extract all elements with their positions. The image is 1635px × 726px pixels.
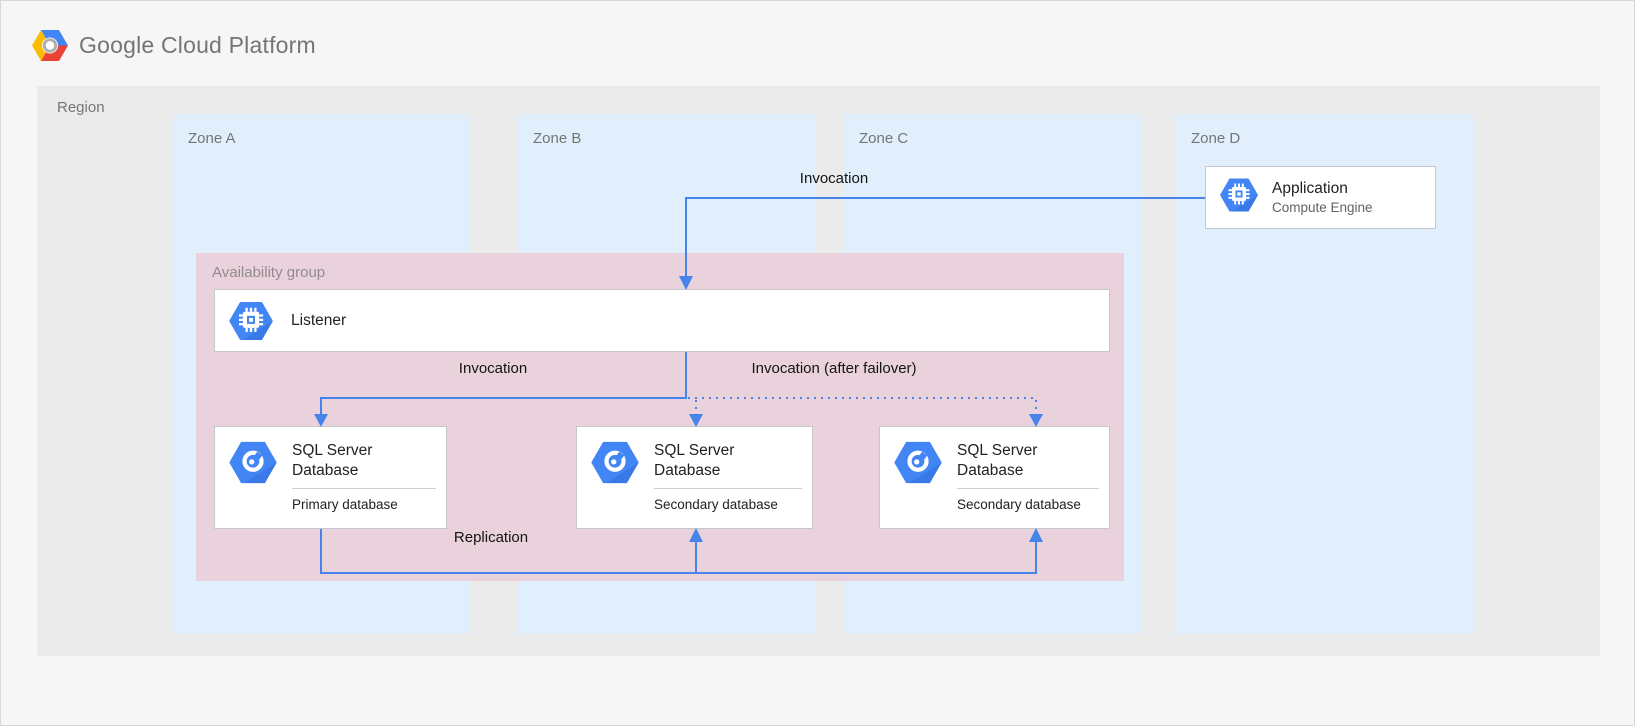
zone-c-label: Zone C: [859, 130, 909, 147]
primary-db-title: SQL Server Database: [292, 442, 373, 479]
secondary-db-1-subtitle: Secondary database: [654, 497, 778, 512]
edge-label-replication: Replication: [453, 529, 529, 546]
node-secondary-db-2: SQL Server Database Secondary database: [879, 426, 1110, 529]
availability-group-label: Availability group: [212, 264, 326, 281]
secondary-db-1-title: SQL Server Database: [654, 442, 735, 479]
compute-engine-icon: [229, 302, 273, 340]
compute-engine-icon: [1220, 178, 1258, 212]
zone-a-label: Zone A: [188, 130, 236, 147]
zone-b-label: Zone B: [533, 130, 582, 147]
listener-title: Listener: [291, 312, 347, 329]
primary-db-subtitle: Primary database: [292, 497, 398, 512]
node-primary-db: SQL Server Database Primary database: [214, 426, 447, 529]
edge-label-invocation-after-failover: Invocation (after failover): [751, 360, 917, 377]
divider: [654, 488, 802, 489]
cloud-sql-icon: [591, 441, 639, 484]
header-title: Google Cloud Platform: [79, 31, 316, 58]
edge-label-invocation-listener-primary: Invocation: [458, 360, 528, 377]
secondary-db-2-title: SQL Server Database: [957, 442, 1038, 479]
application-title: Application: [1272, 180, 1348, 197]
zone-d-label: Zone D: [1191, 130, 1241, 147]
node-application: Application Compute Engine: [1205, 166, 1436, 229]
divider: [292, 488, 436, 489]
header: Google Cloud Platform: [31, 27, 316, 63]
secondary-db-2-subtitle: Secondary database: [957, 497, 1081, 512]
region-label: Region: [57, 99, 105, 116]
google-cloud-platform-logo-icon: [32, 29, 68, 61]
cloud-sql-icon: [894, 441, 942, 484]
edge-label-invocation-app-listener: Invocation: [799, 170, 869, 187]
node-secondary-db-1: SQL Server Database Secondary database: [576, 426, 813, 529]
node-listener: Listener: [214, 289, 1110, 352]
cloud-sql-icon: [229, 441, 277, 484]
application-subtitle: Compute Engine: [1272, 200, 1373, 215]
divider: [957, 488, 1099, 489]
